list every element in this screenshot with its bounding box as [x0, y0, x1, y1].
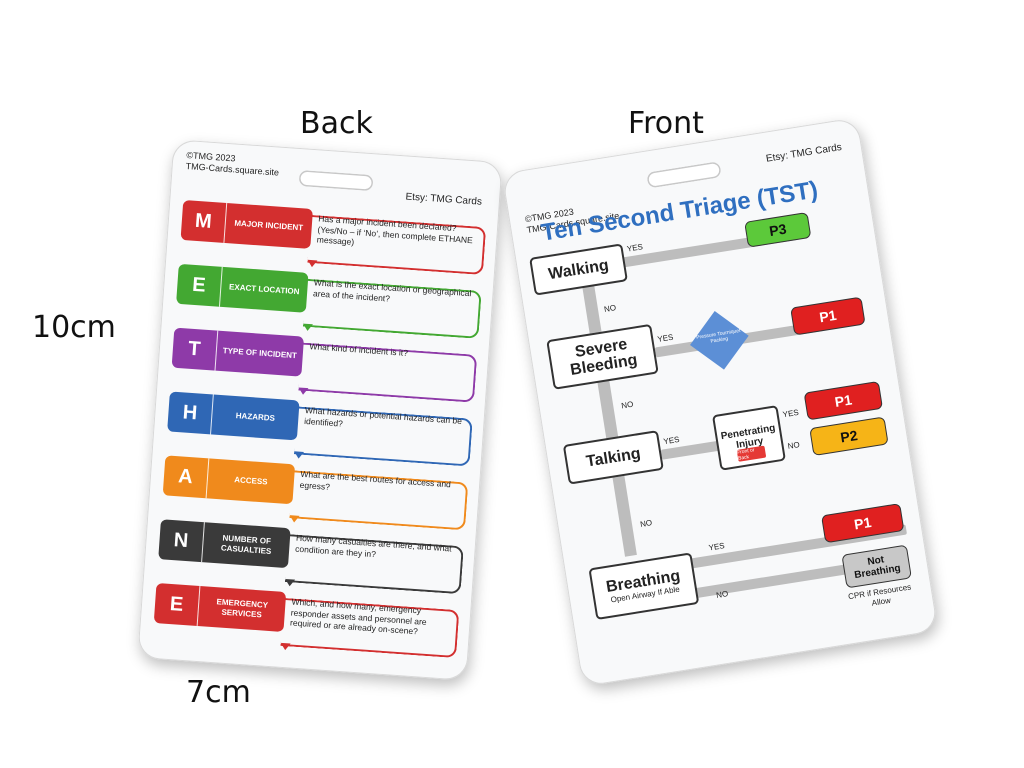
p3-label: P3 — [768, 220, 788, 240]
severe-bleeding-label: Severe Bleeding — [569, 335, 639, 379]
row-word: MAJOR INCIDENT — [234, 218, 304, 233]
talking-no-bar — [612, 475, 637, 557]
p3-badge: P3 — [744, 211, 812, 248]
penetrating-yes-text: YES — [782, 407, 800, 420]
p1-bleeding-badge: P1 — [790, 296, 866, 336]
row-word: EMERGENCY SERVICES — [216, 597, 269, 620]
row-letter: H — [167, 391, 214, 435]
bleeding-no-text: NO — [620, 399, 634, 411]
row-tab: H HAZARDS — [167, 391, 300, 441]
etsy-text: Etsy: TMG Cards — [765, 141, 843, 165]
height-label: 10cm — [32, 310, 116, 345]
width-label: 7cm — [186, 675, 251, 710]
not-breathing-label: Not Breathing — [853, 554, 902, 582]
p1-label: P1 — [853, 513, 873, 533]
talking-label: Talking — [584, 444, 642, 471]
p1-label: P1 — [833, 391, 854, 410]
bleeding-yes-text: YES — [656, 332, 674, 344]
row-word: ACCESS — [233, 475, 268, 487]
back-label: Back — [300, 106, 373, 141]
bleeding-no-bar — [597, 379, 619, 441]
row-letter: E — [153, 583, 201, 626]
talking-yes-text: YES — [662, 434, 681, 447]
walking-no-bar — [581, 282, 602, 334]
walking-box: Walking — [529, 243, 628, 296]
breathing-yes-text: YES — [708, 541, 726, 553]
row-word: HAZARDS — [235, 411, 276, 423]
row-letter: N — [158, 519, 205, 563]
row-tab: E EXACT LOCATION — [176, 263, 309, 313]
p2-badge: P2 — [809, 416, 889, 457]
front-card-triage: ©TMG 2023 TMG-Cards.square.site Etsy: TM… — [501, 117, 939, 687]
talking-no-text: NO — [639, 518, 653, 529]
breathing-no-text: NO — [715, 589, 729, 600]
row-letter: T — [171, 327, 219, 371]
row-letter: M — [180, 199, 228, 243]
not-breathing-badge: Not Breathing — [841, 544, 912, 589]
p1-breathing-badge: P1 — [821, 503, 905, 544]
row-word: TYPE OF INCIDENT — [222, 346, 298, 361]
front-label: Front — [628, 106, 704, 141]
row-word: EXACT LOCATION — [228, 282, 300, 297]
lanyard-slot — [298, 169, 374, 192]
p2-label: P2 — [839, 427, 859, 446]
penetrating-injury-box: Penetrating Injury — [712, 405, 786, 471]
lanyard-slot — [646, 161, 722, 189]
row-tab: A ACCESS — [162, 455, 296, 505]
p1-penetrating-badge: P1 — [803, 380, 884, 421]
site-text: TMG-Cards.square.site — [185, 161, 280, 178]
breathing-box: Breathing Open Airway If Able — [588, 552, 700, 620]
walking-yes-text: YES — [626, 242, 644, 254]
row-letter: A — [162, 455, 210, 499]
row-tab: M MAJOR INCIDENT — [180, 199, 314, 249]
row-word: NUMBER OF CASUALTIES — [220, 533, 272, 556]
row-letter: E — [176, 263, 223, 307]
talking-box: Talking — [562, 430, 664, 485]
etsy-text: Etsy: TMG Cards — [405, 191, 483, 208]
p1-label: P1 — [818, 306, 838, 326]
penetrating-no-text: NO — [787, 440, 801, 451]
walking-label: Walking — [547, 256, 610, 283]
severe-bleeding-box: Severe Bleeding — [546, 323, 659, 390]
row-tab: E EMERGENCY SERVICES — [153, 583, 287, 632]
walking-no-text: NO — [603, 303, 617, 314]
back-card-methane: ©TMG 2023 TMG-Cards.square.site Etsy: TM… — [137, 139, 503, 681]
row-tab: N NUMBER OF CASUALTIES — [158, 519, 291, 569]
